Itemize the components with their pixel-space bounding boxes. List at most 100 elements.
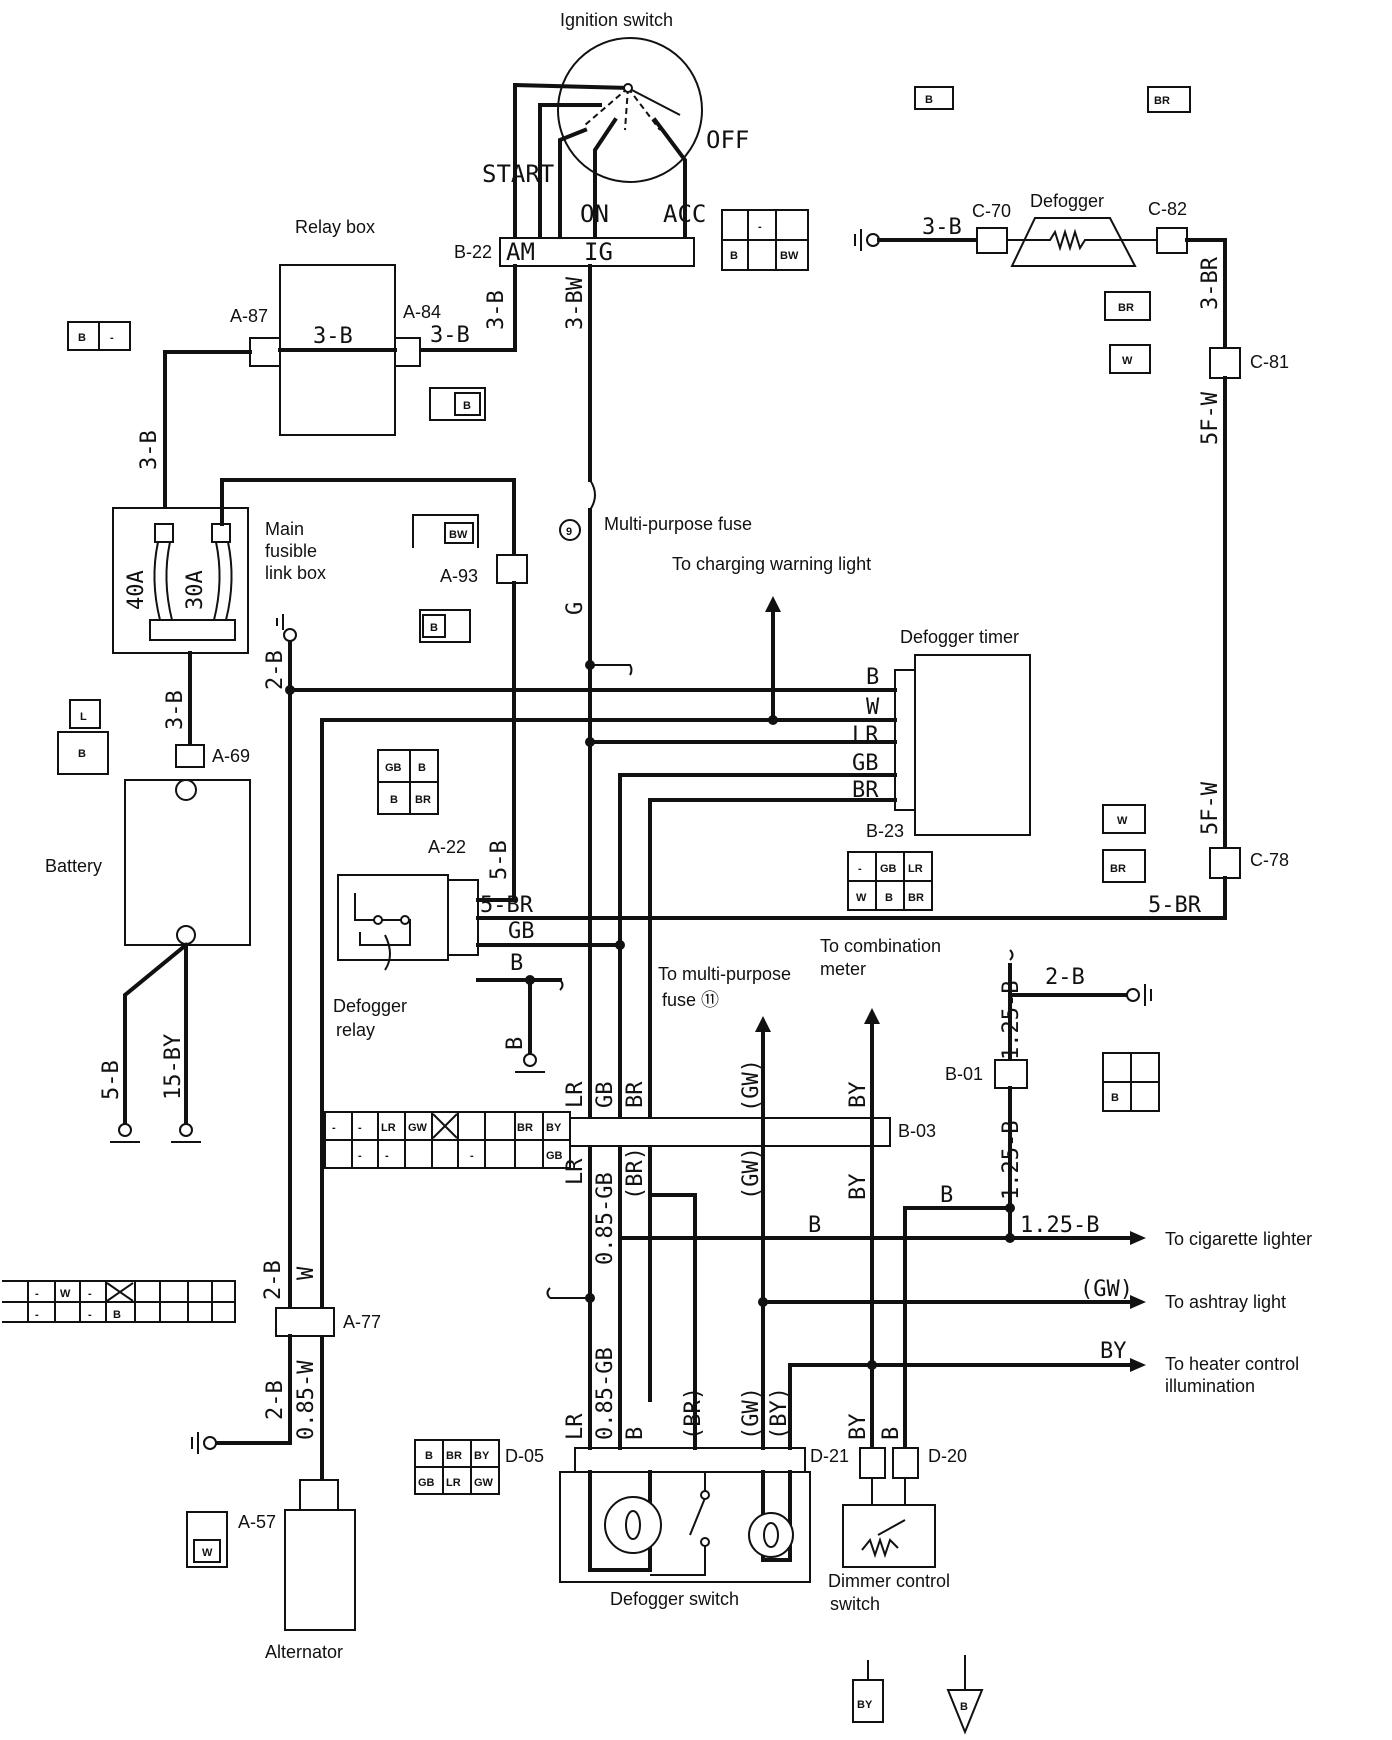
- wire-start: [538, 103, 602, 240]
- fusible-link-bus: [149, 619, 236, 641]
- wire-label-b03-br: BR: [623, 1081, 648, 1108]
- dest-ashtray: To ashtray light: [1165, 1292, 1286, 1312]
- ground-defogger: [854, 229, 880, 251]
- svg-text:BY: BY: [474, 1450, 490, 1462]
- wire-am-down: [418, 264, 517, 352]
- wire-label-bus-by: BY: [1100, 1339, 1127, 1364]
- wire-label-d05-by: (BY): [767, 1387, 792, 1440]
- bottom-by-connector: BY: [852, 1660, 884, 1723]
- a84-label: A-84: [403, 302, 441, 322]
- wire-label-3bw: 3-BW: [563, 276, 588, 330]
- wire-label-b03-lr: LR: [563, 1081, 588, 1108]
- wire-label-b03-lr-low: LR: [563, 1158, 588, 1185]
- wire-label-d05-b: B: [623, 1427, 648, 1440]
- svg-text:W: W: [60, 1288, 71, 1300]
- svg-text:GB: GB: [880, 863, 897, 875]
- d20-connector: [892, 1447, 919, 1479]
- a87-pin-connector: B -: [67, 321, 131, 351]
- fuse-30a-label: 30A: [183, 570, 208, 610]
- fuse-40a-terminal: [154, 523, 174, 543]
- ground-relay: [515, 1053, 545, 1073]
- wire-label-085w: 0.85-W: [294, 1360, 319, 1440]
- arrow-comb-meter: [864, 1008, 880, 1024]
- wire-label-b03-by: BY: [846, 1082, 871, 1109]
- wire-relay-b-cont: [559, 979, 564, 991]
- wire-label-relay-5br: 5-BR: [480, 893, 534, 918]
- wire-defog-3br: [1185, 238, 1227, 350]
- wire-label-2b-ground: 2-B: [263, 650, 288, 690]
- svg-text:GW: GW: [474, 1477, 494, 1489]
- wires-into-d05: [588, 1398, 792, 1450]
- fuse-number: 9: [566, 526, 572, 538]
- a87-connector: [249, 337, 281, 367]
- d05-pin-connector: B BR BY GB LR GW: [414, 1439, 500, 1495]
- relay-contact-a: [373, 915, 383, 925]
- b03-connector-bar: [569, 1117, 891, 1147]
- wire-label-timer-lr: LR: [852, 723, 879, 748]
- switch-positions: [584, 87, 661, 131]
- a84-connector: [394, 337, 421, 367]
- dimmer-label-2: switch: [830, 1594, 880, 1614]
- svg-text:-: -: [470, 1150, 474, 1162]
- svg-text:BY: BY: [546, 1122, 562, 1134]
- defogger-timer-label: Defogger timer: [900, 627, 1019, 647]
- svg-text:-: -: [35, 1309, 39, 1321]
- fusible-label-2: fusible: [265, 541, 317, 561]
- dest-heater-2: illumination: [1165, 1376, 1255, 1396]
- a22-pin-connector: GB B B BR: [377, 749, 439, 815]
- a87-label: A-87: [230, 306, 268, 326]
- b03-label: B-03: [898, 1121, 936, 1141]
- defogger-timer: [914, 654, 1031, 836]
- svg-text:BR: BR: [415, 794, 431, 806]
- svg-text:B: B: [1111, 1092, 1119, 1104]
- c78-pin-connector-2: BR: [1102, 849, 1146, 883]
- wire-label-bus-b-top: B: [940, 1183, 953, 1208]
- c70-pin-connector: B: [914, 86, 954, 110]
- wire-label-relay-3b: 3-B: [313, 324, 353, 349]
- battery-negative: [176, 925, 196, 945]
- wires-into-dimmer: [871, 1478, 906, 1505]
- wire-label-w-a77: W: [294, 1266, 319, 1280]
- wire-label-2b-mid: 2-B: [261, 1260, 286, 1300]
- wire-2b-a77-ground: [213, 1334, 292, 1445]
- svg-text:-: -: [88, 1288, 92, 1300]
- b01-label: B-01: [945, 1064, 983, 1084]
- svg-text:-: -: [88, 1309, 92, 1321]
- c78-label: C-78: [1250, 850, 1289, 870]
- b22-terminal-block: [499, 237, 695, 267]
- alternator-label: Alternator: [265, 1642, 343, 1662]
- d20-label: D-20: [928, 1446, 967, 1466]
- b22-label: B-22: [454, 242, 492, 262]
- defogger-relay-label-1: Defogger: [333, 996, 407, 1016]
- a69-connector: [175, 744, 205, 768]
- wire-start2: [558, 127, 588, 240]
- defogger-resistor: [1007, 228, 1157, 252]
- wire-label-3br: 3-BR: [1198, 256, 1223, 310]
- b03-pin-connector: - - LR GW BR BY - - - GB: [324, 1111, 571, 1169]
- ignition-switch-label: Ignition switch: [560, 10, 673, 30]
- c81-pin-connector: W: [1109, 344, 1151, 374]
- svg-text:B: B: [113, 1309, 121, 1321]
- wire-battery-5b: [123, 942, 189, 1132]
- relay-box-label: Relay box: [295, 217, 375, 237]
- d05-connector-bar: [574, 1447, 806, 1473]
- d05-label: D-05: [505, 1446, 544, 1466]
- b01-connector: [994, 1059, 1028, 1089]
- wire-2b-top-cont: [1009, 949, 1014, 961]
- wire-label-3b-defog: 3-B: [922, 215, 962, 240]
- ground-top-left: [276, 614, 297, 642]
- svg-text:BR: BR: [1154, 95, 1170, 107]
- defogger-switch-label: Defogger switch: [610, 1589, 739, 1609]
- dimmer-rheostat: [861, 1519, 906, 1559]
- dest-comb-meter-1: To combination: [820, 936, 941, 956]
- b23-label: B-23: [866, 821, 904, 841]
- dest-comb-meter-2: meter: [820, 959, 866, 979]
- svg-text:GB: GB: [385, 762, 402, 774]
- wire-label-b03-by-low: BY: [846, 1174, 871, 1201]
- a93-pin-connector-2: B: [419, 609, 471, 643]
- wire-label-d20-b: B: [879, 1427, 904, 1440]
- wire-label-relay-b: B: [510, 951, 523, 976]
- wire-am-top: [512, 82, 631, 91]
- ignition-switch-circle: [557, 37, 703, 183]
- svg-text:-: -: [758, 221, 762, 233]
